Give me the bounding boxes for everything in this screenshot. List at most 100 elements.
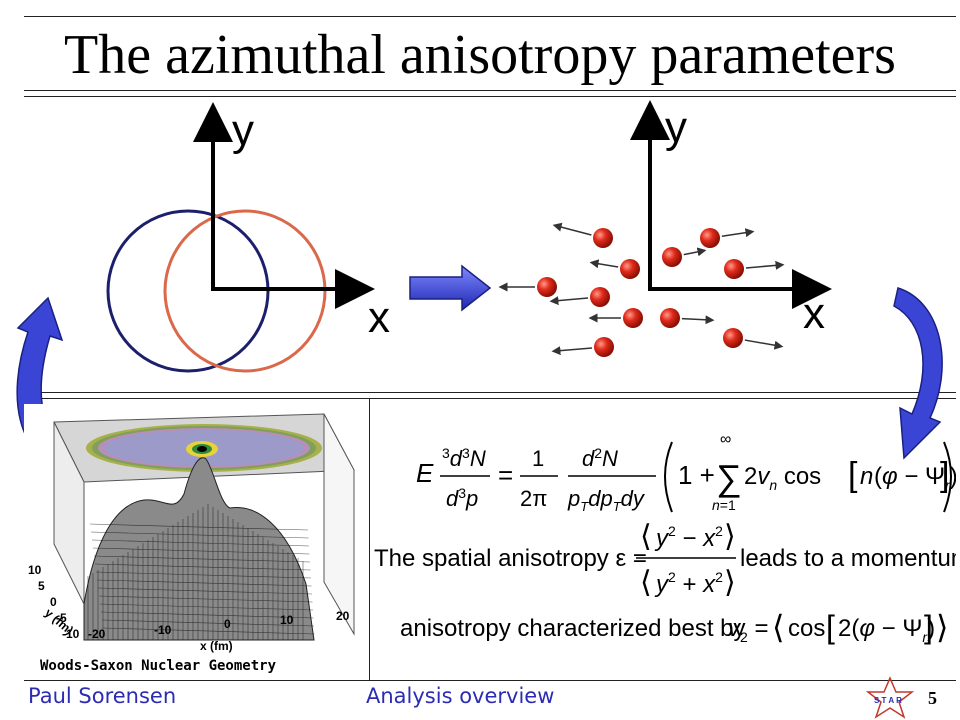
svg-text:]: ] <box>940 456 949 494</box>
footer-topic: Analysis overview <box>366 684 555 708</box>
y-label-right: y <box>665 103 687 152</box>
svg-text:⟨: ⟨ <box>640 566 652 599</box>
particle <box>590 287 610 307</box>
mesh-line <box>89 523 309 531</box>
mesh-line <box>94 563 311 571</box>
y-tick-4: -10 <box>62 627 80 641</box>
y-axis-ticks: 10 5 0 -5 -10 <box>28 563 80 641</box>
svg-text:⟨: ⟨ <box>772 609 784 645</box>
svg-text:d3p: d3p <box>446 485 478 511</box>
mesh-line <box>95 571 312 579</box>
svg-text:]: ] <box>924 609 933 645</box>
title-top-rule <box>24 16 956 17</box>
svg-text:v2 =: v2 = <box>728 615 768 645</box>
x-axis-ticks: -20 -10 0 10 20 <box>88 609 350 641</box>
cycle-arrow-right <box>893 287 943 460</box>
momentum-arrow <box>745 260 785 270</box>
spatial-anisotropy-text: The spatial anisotropy ε = <box>374 545 647 572</box>
x-tick-3: 10 <box>280 613 294 627</box>
y-label-left: y <box>232 106 254 155</box>
particle <box>623 308 643 328</box>
svg-text:(φ − Ψr): (φ − Ψr) <box>874 463 956 493</box>
middle-rule <box>40 392 956 393</box>
overlap-circles-diagram: y x <box>106 102 390 373</box>
v2-definition-text: anisotropy characterized best by <box>400 615 746 642</box>
particle <box>700 228 720 248</box>
particle-flow-diagram: y x <box>498 100 832 357</box>
transition-arrow <box>409 264 492 312</box>
equations-panel: E 3d3N d3p = 1 2π d2N pTdpTdy 1 + ∞ ∑ n=… <box>374 431 956 645</box>
particle <box>662 247 682 267</box>
woods-saxon-surface <box>83 457 315 641</box>
y-tick-1: 5 <box>38 579 45 593</box>
particle <box>620 259 640 279</box>
v2-definition-equation: anisotropy characterized best by v2 = ⟨ … <box>400 609 948 645</box>
star-logo: S T A R <box>865 676 915 719</box>
top-diagrams: y x y x <box>106 100 832 373</box>
momentum-arrow <box>549 296 589 306</box>
svg-text:[: [ <box>848 456 858 494</box>
plot-box-side <box>323 413 355 636</box>
x-label-left: x <box>368 293 390 342</box>
title-bottom-rule-2 <box>24 96 956 97</box>
svg-text:2π: 2π <box>520 486 547 511</box>
svg-text:=: = <box>498 460 513 490</box>
fourier-expansion-equation: E 3d3N d3p = 1 2π d2N pTdpTdy 1 + ∞ ∑ n=… <box>416 431 956 514</box>
svg-text:⟩: ⟩ <box>936 609 948 645</box>
x-tick-0: -20 <box>88 627 106 641</box>
mesh-line <box>93 555 311 563</box>
svg-text:∑: ∑ <box>716 457 742 498</box>
x-axis-title: x (fm) <box>200 639 233 653</box>
mesh-line <box>92 547 310 555</box>
svg-text:pTdpTdy: pTdpTdy <box>567 486 646 514</box>
svg-text:cos: cos <box>788 615 825 642</box>
particles <box>498 222 785 357</box>
spatial-anisotropy-equation: The spatial anisotropy ε = ⟨ y2 − x2 ⟩ ⟨… <box>374 520 956 599</box>
x-tick-1: -10 <box>154 623 172 637</box>
x-tick-2: 0 <box>224 617 231 631</box>
y-tick-0: 10 <box>28 563 42 577</box>
surface-plot: 10 5 0 -5 -10 y (fm) -20 -10 0 10 20 x (… <box>24 404 368 676</box>
title-bottom-rule <box>24 90 956 91</box>
mesh-line <box>102 627 315 635</box>
momentum-arrow <box>551 346 593 356</box>
momentum-text: leads to a momentum <box>740 545 956 572</box>
panel-divider <box>369 399 370 680</box>
svg-text:[: [ <box>826 609 835 645</box>
mesh-line <box>99 603 314 611</box>
mesh-line <box>96 579 312 587</box>
particle <box>537 277 557 297</box>
particle <box>660 308 680 328</box>
particle <box>723 328 743 348</box>
svg-text:2vn cos: 2vn cos <box>744 463 821 493</box>
svg-text:y2 + x2: y2 + x2 <box>654 569 723 598</box>
mesh-line <box>90 531 309 539</box>
svg-text:⟩: ⟩ <box>724 520 736 553</box>
svg-text:∞: ∞ <box>720 431 731 448</box>
particle <box>594 337 614 357</box>
svg-text:E: E <box>416 458 434 488</box>
svg-text:1: 1 <box>532 446 544 471</box>
svg-text:1 +: 1 + <box>678 460 715 490</box>
particle <box>724 259 744 279</box>
svg-text:n=1: n=1 <box>712 497 736 513</box>
mesh-line <box>97 587 313 595</box>
momentum-arrow <box>721 228 755 238</box>
contour-projection <box>86 424 322 472</box>
svg-text:⟨: ⟨ <box>640 520 652 553</box>
x-tick-4: 20 <box>336 609 350 623</box>
svg-text:2(φ − Ψr): 2(φ − Ψr) <box>838 615 935 645</box>
mesh-line <box>98 595 313 603</box>
footer-rule <box>24 680 956 681</box>
momentum-arrow <box>681 315 715 325</box>
y-tick-3: -5 <box>56 611 67 625</box>
momentum-arrow <box>589 259 619 269</box>
page-number: 5 <box>928 688 937 708</box>
mesh-line <box>100 611 314 619</box>
svg-text:⟩: ⟩ <box>724 566 736 599</box>
svg-text:d2N: d2N <box>582 445 618 471</box>
footer-author: Paul Sorensen <box>28 684 177 708</box>
slide-title: The azimuthal anisotropy parameters <box>64 24 896 86</box>
mesh-line <box>101 619 315 627</box>
svg-text:3d3N: 3d3N <box>442 445 486 471</box>
